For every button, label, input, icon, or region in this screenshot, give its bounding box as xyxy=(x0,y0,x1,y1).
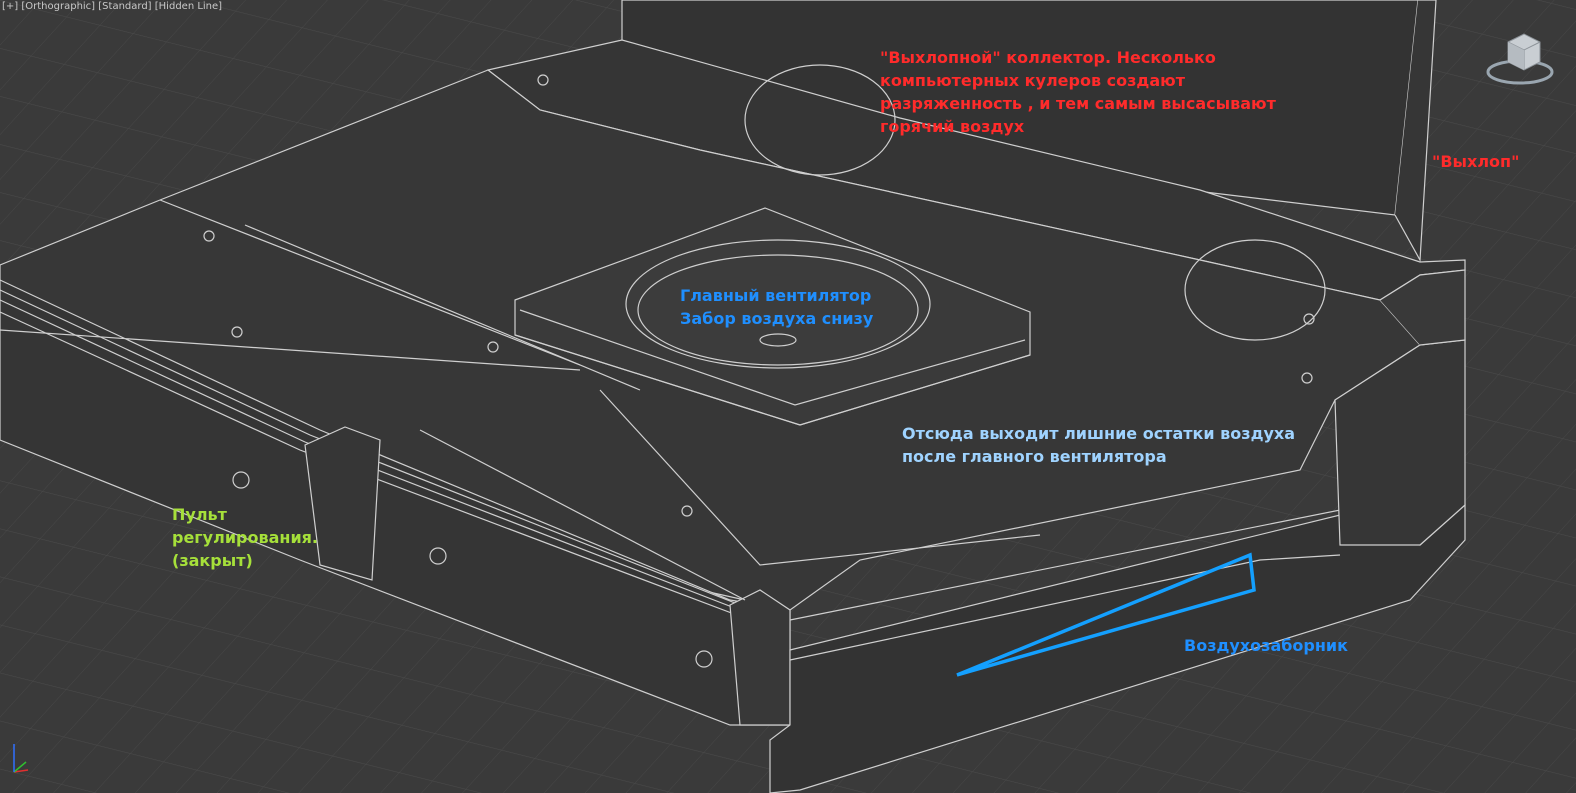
viewport-labels: [+] [Orthographic] [Standard] [Hidden Li… xyxy=(2,1,222,12)
exhaust-annotation: "Выхлоп" xyxy=(1432,152,1520,171)
control-panel-annotation: Пульт регулирования. (закрыт) xyxy=(172,503,318,572)
viewport-menu-style[interactable]: [Hidden Line] xyxy=(154,1,223,12)
annotation-line: "Выхлопной" коллектор. Несколько xyxy=(880,48,1216,67)
annotation-line: Пульт xyxy=(172,505,227,524)
exhaust-collector-annotation: "Выхлопной" коллектор. Несколько компьют… xyxy=(880,46,1276,138)
annotation-line: разряженность , и тем самым высасывают xyxy=(880,94,1276,113)
annotation-line: горячий воздух xyxy=(880,117,1025,136)
main-fan-annotation: Главный вентилятор Забор воздуха снизу xyxy=(680,284,873,330)
viewcube-icon[interactable] xyxy=(1484,28,1556,86)
residual-air-annotation: Отсюда выходит лишние остатки воздуха по… xyxy=(902,422,1295,468)
air-intake-annotation: Воздухозаборник xyxy=(1184,636,1348,655)
air-intake-outline xyxy=(956,552,1256,677)
annotation-line: регулирования. xyxy=(172,528,319,547)
annotation-line: компьютерных кулеров создают xyxy=(880,71,1185,90)
annotation-line: Отсюда выходит лишние остатки воздуха xyxy=(902,424,1296,443)
axis-gizmo-icon xyxy=(13,744,29,773)
annotation-line: после главного вентилятора xyxy=(902,447,1167,466)
model-wireframe xyxy=(0,0,1466,793)
viewport-menu-view[interactable]: [Orthographic] xyxy=(21,1,96,12)
annotation-line: Забор воздуха снизу xyxy=(680,309,874,328)
annotation-line: Главный вентилятор xyxy=(680,286,872,305)
annotation-line: (закрыт) xyxy=(172,551,253,570)
viewport-menu-plus[interactable]: [+] xyxy=(2,1,19,12)
viewport-menu-shading[interactable]: [Standard] xyxy=(98,1,152,12)
